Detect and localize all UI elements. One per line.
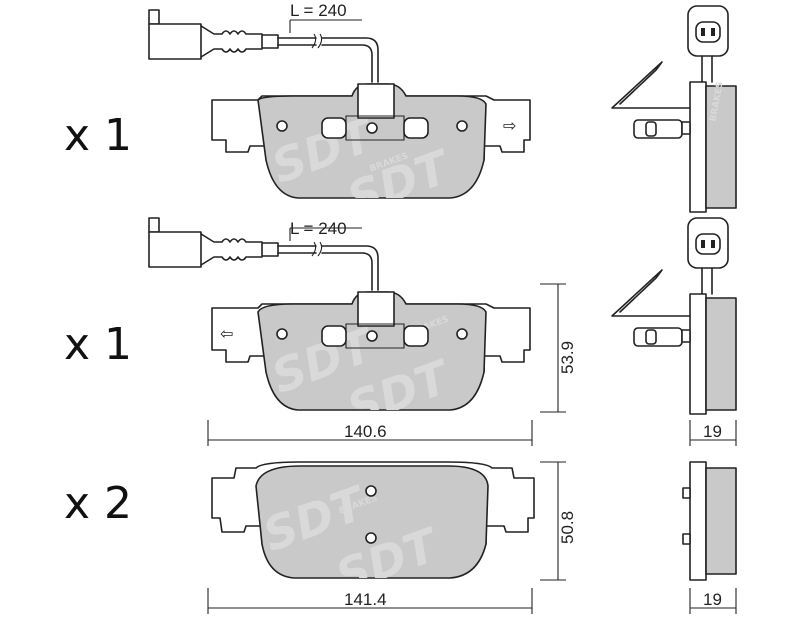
sensor-clip: [357, 291, 395, 327]
guide-hole: [276, 328, 288, 340]
width-label: 140.6: [344, 422, 387, 441]
width-label: 141.4: [344, 590, 387, 609]
guide-hole: [456, 120, 468, 132]
height-dimension: [540, 461, 566, 581]
thickness-label: 19: [703, 590, 722, 609]
friction-material: [257, 83, 487, 199]
guide-hole: [456, 328, 468, 340]
friction-material: [255, 465, 489, 579]
guide-hole: [365, 485, 377, 497]
guide-hole: [365, 532, 377, 544]
width-dimension: [207, 420, 533, 446]
side-view: BRAKES: [611, 5, 737, 213]
height-label: 50.8: [558, 511, 577, 544]
sensor-wire: [277, 227, 379, 291]
width-dimension: [207, 588, 533, 614]
direction-arrow-icon: ⇨: [503, 116, 516, 135]
wear-sensor-connector: [148, 9, 279, 60]
quantity-label: x 1: [64, 319, 132, 370]
pad-row-2: x 1 L = 240 SDT SDT BRAKES: [64, 217, 737, 446]
pad-row-1: x 1 L = 240 SDT SDT BRAKES: [64, 1, 737, 213]
height-dimension: [540, 283, 566, 413]
sensor-wire: [277, 19, 379, 83]
side-view: [611, 217, 737, 446]
wire-length-label: L = 240: [290, 219, 347, 238]
sensor-clip: [357, 83, 395, 119]
height-label: 53.9: [558, 341, 577, 374]
direction-arrow-icon: ⇦: [220, 324, 233, 343]
guide-hole: [276, 120, 288, 132]
wear-sensor-connector: [148, 217, 279, 268]
quantity-label: x 1: [64, 110, 132, 161]
pad-row-3: x 2 SDT SDT BRAKES 50.8 141.4: [64, 461, 737, 614]
side-view: [682, 461, 737, 614]
friction-material: [257, 291, 487, 411]
wire-length-label: L = 240: [290, 1, 347, 20]
quantity-label: x 2: [64, 478, 132, 529]
thickness-label: 19: [703, 422, 722, 441]
